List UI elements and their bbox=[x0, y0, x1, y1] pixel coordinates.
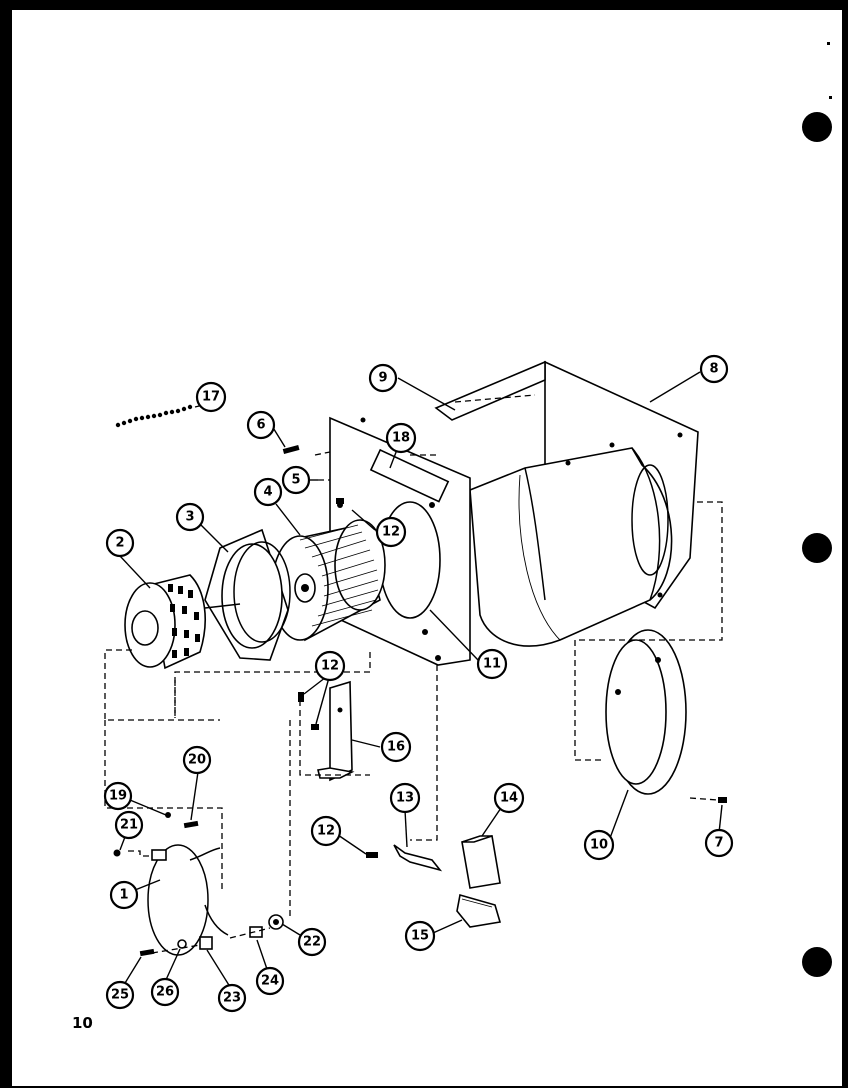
leader-lines bbox=[119, 371, 723, 991]
blower-housing bbox=[329, 360, 699, 666]
callout-21: 21 bbox=[114, 810, 144, 840]
callout-17-label: 17 bbox=[202, 390, 220, 405]
callout-19-label: 19 bbox=[109, 789, 127, 804]
callout-15-label: 15 bbox=[411, 929, 429, 944]
screw-6 bbox=[282, 444, 300, 454]
callout-16: 16 bbox=[380, 731, 412, 763]
callout-12-mid-label: 12 bbox=[321, 659, 339, 674]
screw-12-top bbox=[336, 498, 344, 504]
callout-5-label: 5 bbox=[291, 473, 300, 488]
screw-25 bbox=[139, 948, 155, 957]
screw-12-mid2 bbox=[311, 724, 319, 730]
callout-25: 25 bbox=[105, 980, 135, 1010]
small-parts bbox=[393, 835, 502, 928]
callout-4-label: 4 bbox=[263, 485, 272, 500]
callout-5: 5 bbox=[281, 465, 311, 495]
callout-7-label: 7 bbox=[714, 836, 723, 851]
callout-11-label: 11 bbox=[483, 657, 501, 672]
callout-12-low-label: 12 bbox=[317, 824, 335, 839]
callout-15: 15 bbox=[404, 920, 436, 952]
callout-22: 22 bbox=[297, 927, 327, 957]
screw-20 bbox=[183, 820, 199, 829]
callout-11: 11 bbox=[476, 648, 508, 680]
callout-20-label: 20 bbox=[188, 753, 206, 768]
callout-23-label: 23 bbox=[223, 991, 241, 1006]
assembly-lines bbox=[104, 394, 723, 954]
callout-1: 1 bbox=[109, 880, 139, 910]
motor-strap bbox=[147, 844, 229, 956]
callout-17: 17 bbox=[195, 381, 227, 413]
callout-21-label: 21 bbox=[120, 818, 138, 833]
screw-12-mid bbox=[298, 692, 304, 702]
callout-9: 9 bbox=[368, 363, 398, 393]
callout-6: 6 bbox=[246, 410, 276, 440]
callout-12-top-label: 12 bbox=[382, 525, 400, 540]
nut-21 bbox=[113, 849, 121, 857]
callout-2-label: 2 bbox=[115, 536, 124, 551]
page-number: 10 bbox=[72, 1014, 93, 1032]
callout-14: 14 bbox=[493, 782, 525, 814]
motor-mount-ring bbox=[204, 528, 291, 661]
callout-6-label: 6 bbox=[256, 418, 265, 433]
callout-26-label: 26 bbox=[156, 985, 174, 1000]
callout-12-top: 12 bbox=[375, 516, 407, 548]
spacer-23 bbox=[199, 936, 213, 950]
callout-18: 18 bbox=[385, 422, 417, 454]
blower-motor bbox=[124, 574, 241, 670]
registration-marks bbox=[802, 42, 832, 977]
screw-19 bbox=[165, 812, 171, 818]
callout-4: 4 bbox=[253, 477, 283, 507]
inlet-ring bbox=[605, 629, 687, 795]
nut-22 bbox=[268, 914, 284, 930]
callout-22-label: 22 bbox=[303, 935, 321, 950]
callout-24: 24 bbox=[255, 966, 285, 996]
callout-10: 10 bbox=[583, 829, 615, 861]
callout-12-low: 12 bbox=[310, 815, 342, 847]
callout-8-label: 8 bbox=[709, 362, 718, 377]
callout-18-label: 18 bbox=[392, 431, 410, 446]
callout-14-label: 14 bbox=[500, 791, 518, 806]
callout-3: 3 bbox=[175, 502, 205, 532]
nut-24 bbox=[249, 926, 263, 938]
callout-13-label: 13 bbox=[396, 791, 414, 806]
hardware bbox=[113, 444, 727, 957]
callout-20: 20 bbox=[182, 745, 212, 775]
callout-3-label: 3 bbox=[185, 510, 194, 525]
callout-9-label: 9 bbox=[378, 371, 387, 386]
screw-7 bbox=[718, 797, 727, 803]
callout-2: 2 bbox=[105, 528, 135, 558]
callout-16-label: 16 bbox=[387, 740, 405, 755]
callout-23: 23 bbox=[217, 983, 247, 1013]
callout-7: 7 bbox=[704, 828, 734, 858]
callout-10-label: 10 bbox=[590, 838, 608, 853]
callout-26: 26 bbox=[150, 977, 180, 1007]
bead-chain bbox=[115, 404, 193, 428]
callout-1-label: 1 bbox=[119, 888, 128, 903]
callout-13: 13 bbox=[389, 782, 421, 814]
callout-24-label: 24 bbox=[261, 974, 279, 989]
callout-25-label: 25 bbox=[111, 988, 129, 1003]
screw-12-low bbox=[366, 852, 378, 858]
callout-8: 8 bbox=[699, 354, 729, 384]
callout-12-mid: 12 bbox=[314, 650, 346, 682]
washer-26 bbox=[177, 939, 187, 949]
callout-19: 19 bbox=[103, 781, 133, 811]
